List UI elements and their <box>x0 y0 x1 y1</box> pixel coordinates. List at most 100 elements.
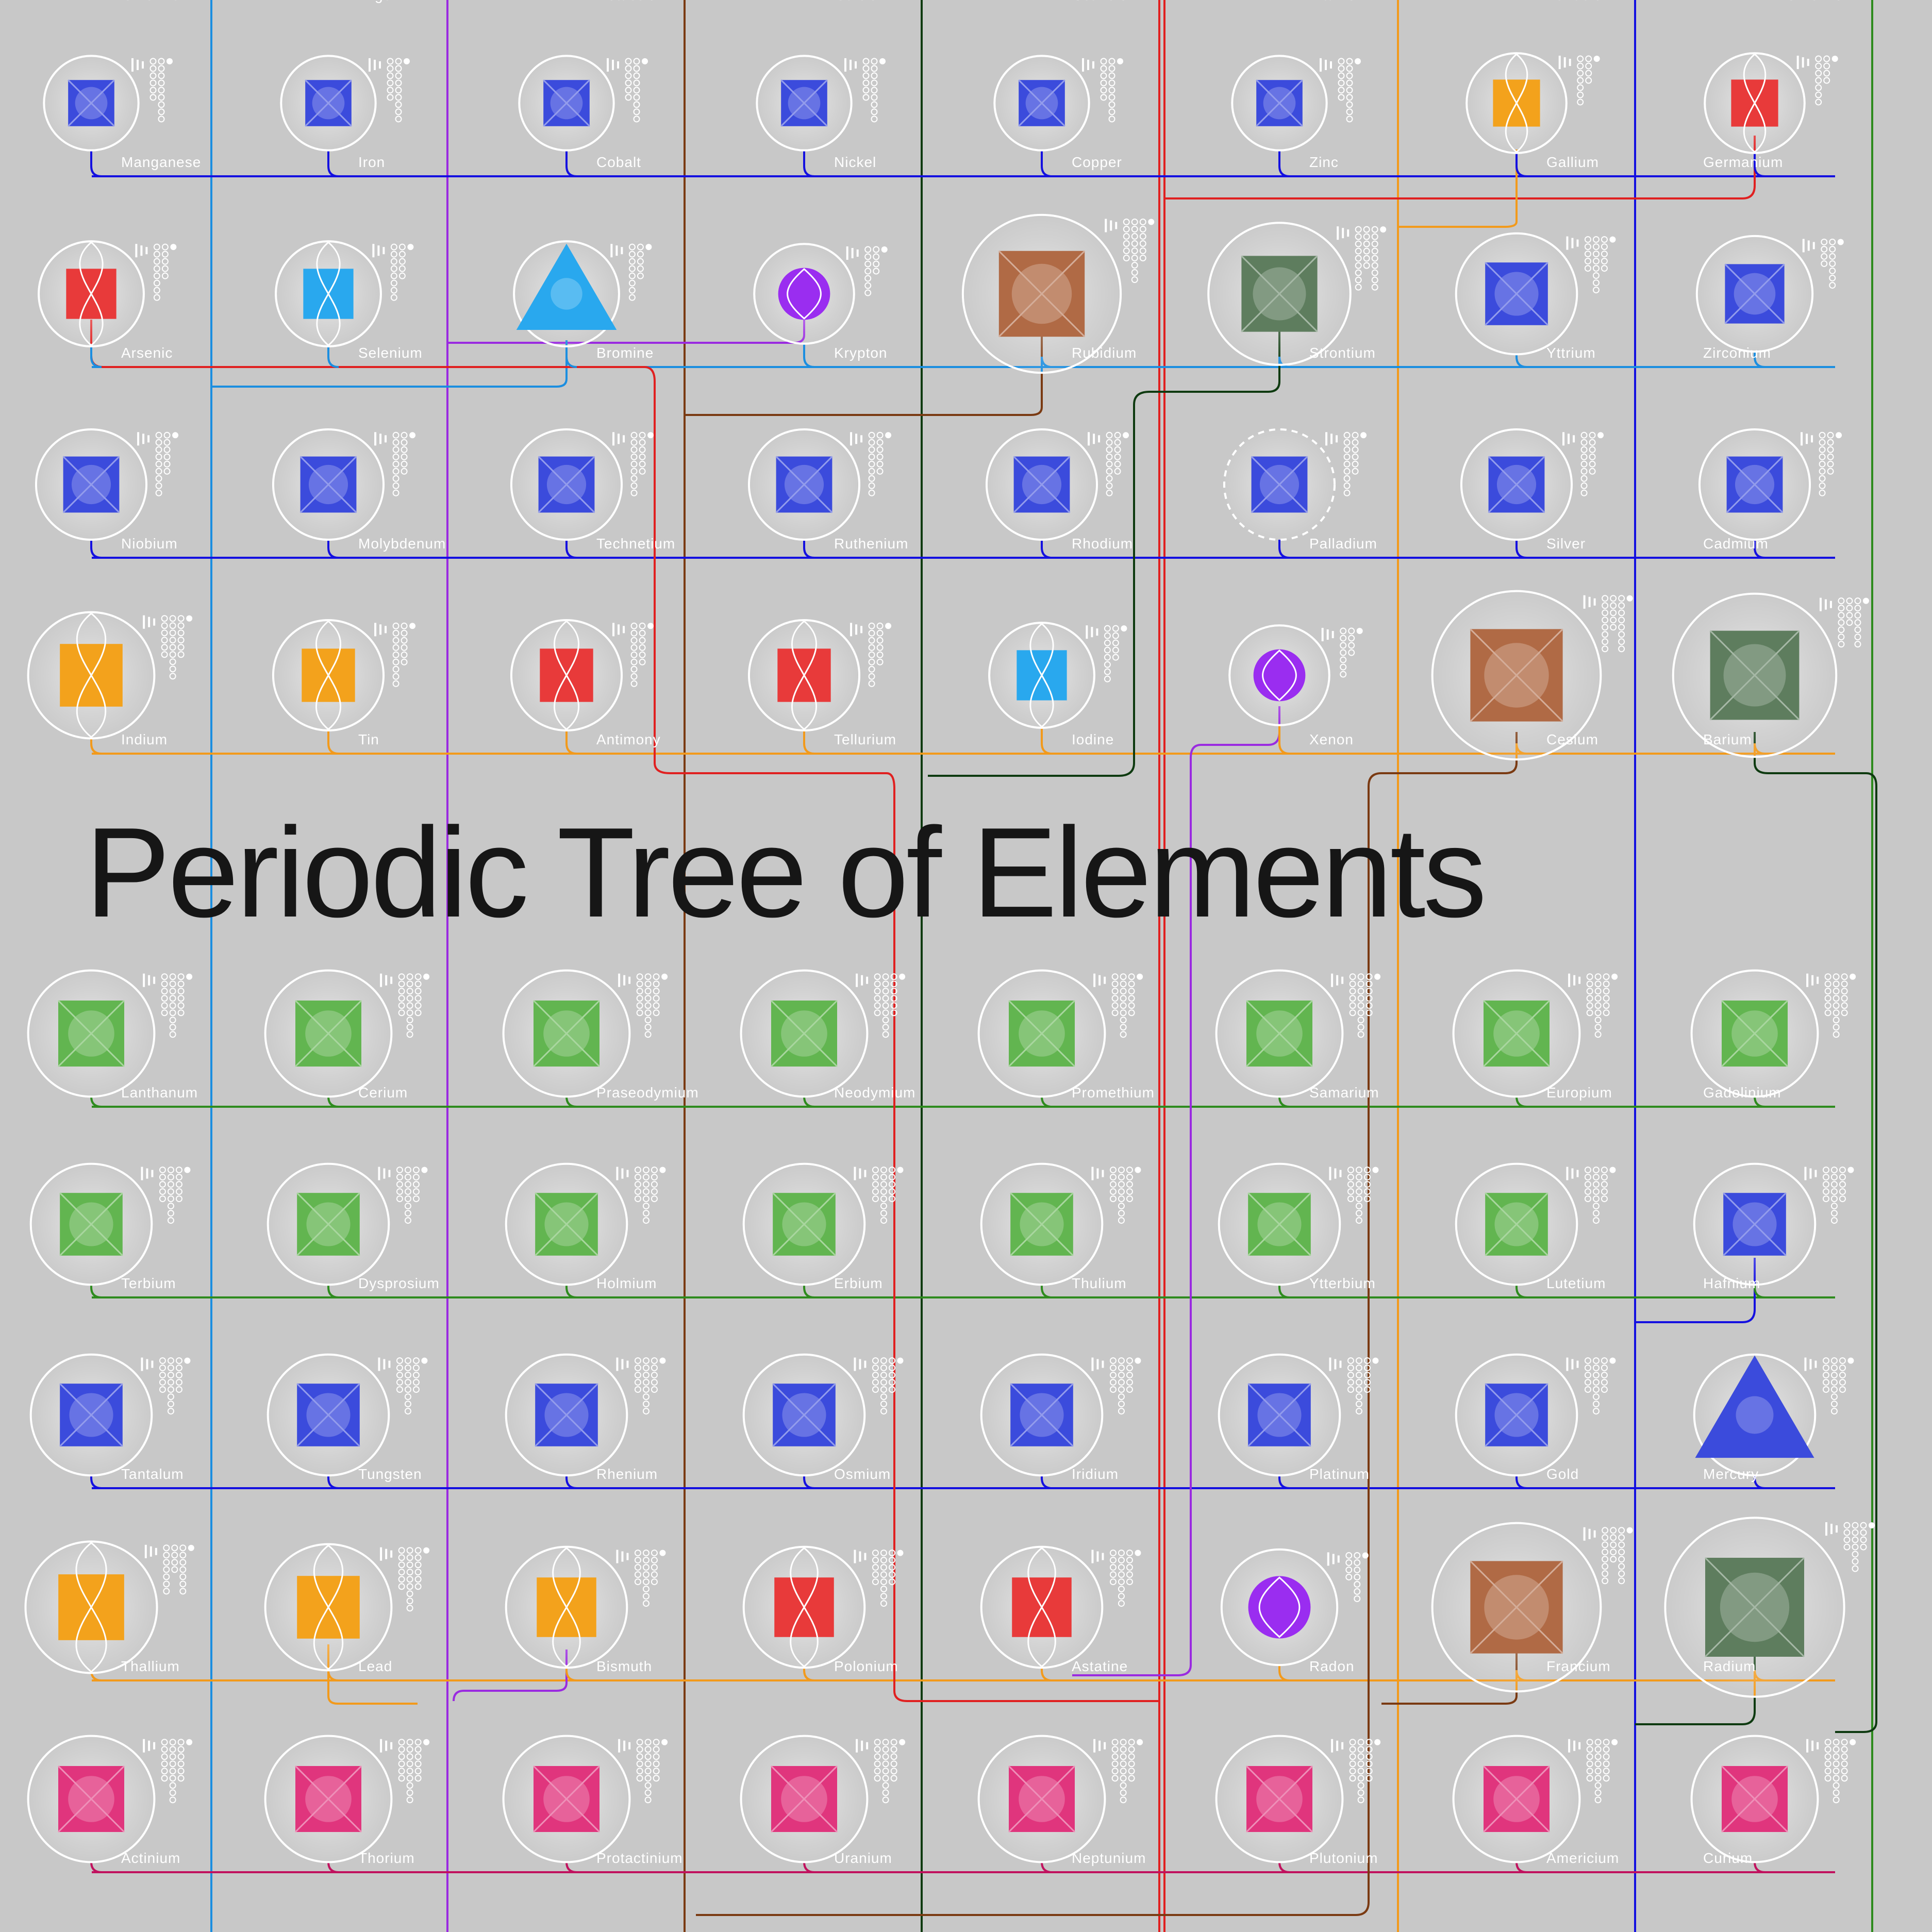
core-flower <box>306 1393 351 1437</box>
shell-dot <box>1120 1775 1127 1782</box>
shell-dot <box>1109 1188 1117 1195</box>
shell-dot <box>1111 1002 1119 1009</box>
shell-dot <box>414 1009 422 1017</box>
shell-dot <box>169 980 176 988</box>
outer-shell-ring <box>740 1735 869 1863</box>
shell-dot <box>159 1357 166 1364</box>
element-label: Dysprosium <box>358 1275 440 1291</box>
shell-dot <box>1363 1357 1371 1364</box>
shell-dot <box>644 1739 652 1746</box>
shell-dot <box>1118 1386 1125 1393</box>
shell-dot <box>1821 245 1828 253</box>
element-node-technetium: Technetium <box>510 428 675 559</box>
core-flower <box>1734 273 1776 315</box>
shell-dot <box>1830 1195 1838 1203</box>
shell-dot <box>644 1775 652 1782</box>
shell-bar <box>1835 1525 1838 1533</box>
shell-dot <box>888 1195 895 1203</box>
valence-dot <box>186 973 193 980</box>
shell-dot <box>1830 1364 1838 1372</box>
shell-dot <box>628 287 636 294</box>
shell-dot <box>1357 1768 1364 1775</box>
shell-dot <box>639 431 646 439</box>
element-stem <box>1278 1096 1290 1108</box>
shell-dot <box>1118 1203 1125 1210</box>
shell-dot <box>1584 265 1591 272</box>
shell-dot <box>1349 1746 1356 1753</box>
shell-dot <box>1815 91 1822 98</box>
shell-dot <box>872 1578 879 1586</box>
electron-shell-dots <box>1819 597 1869 648</box>
shell-dot <box>1841 1009 1848 1017</box>
shell-dot <box>876 637 884 644</box>
shell-dot <box>1357 1009 1364 1017</box>
element-label: Rhodium <box>1072 536 1133 552</box>
shell-dot <box>155 475 162 482</box>
shell-dot <box>880 1401 887 1408</box>
shell-dot <box>404 1181 411 1188</box>
electron-shell-dots <box>143 1739 193 1804</box>
shell-bar <box>153 618 156 626</box>
element-node-terbium: Terbium <box>29 1162 191 1298</box>
shell-dot <box>1586 980 1593 988</box>
shell-dot <box>1357 1002 1364 1009</box>
orbital-lobe <box>1505 53 1528 153</box>
element-label: Lead <box>358 1658 392 1674</box>
shell-bar <box>864 1360 867 1368</box>
shell-dot <box>161 251 169 258</box>
shell-bar <box>1339 1170 1342 1177</box>
shell-bar <box>1571 238 1574 248</box>
shell-dot <box>392 644 399 651</box>
shell-dot <box>1126 1386 1133 1393</box>
core-flower <box>1731 1010 1778 1057</box>
outer-shell-ring <box>43 55 140 152</box>
shell-bar <box>379 624 382 635</box>
shell-bar <box>1829 601 1832 608</box>
shell-dot <box>634 1174 641 1181</box>
shell-dot <box>167 1379 174 1386</box>
element-stem <box>1041 1668 1053 1681</box>
shell-dot <box>406 1561 413 1569</box>
element-label: Xenon <box>1309 731 1354 747</box>
element-stem <box>1278 1665 1290 1681</box>
outer-shell-ring <box>1228 624 1330 726</box>
shell-dot <box>167 1408 174 1415</box>
shell-dot <box>1584 1174 1591 1181</box>
core-circle <box>1253 649 1306 702</box>
electron-shell-dots <box>1321 627 1363 678</box>
shell-dot <box>868 673 875 680</box>
element-stem <box>803 343 815 368</box>
shell-bar <box>143 1739 145 1753</box>
shell-dot <box>1363 262 1370 269</box>
shell-dot <box>1128 1775 1135 1782</box>
shell-dot <box>625 87 632 94</box>
shell-dot <box>1594 980 1602 988</box>
shell-bar <box>861 975 863 986</box>
shell-bar <box>1583 1527 1586 1541</box>
shell-dot <box>1349 995 1356 1002</box>
shell-dot <box>890 1768 897 1775</box>
branch-connector <box>696 732 1518 1916</box>
shell-dot <box>644 1746 652 1753</box>
element-node-bismuth: Bismuth <box>505 1545 666 1681</box>
shell-dot <box>1610 609 1617 617</box>
shell-dot <box>1839 1364 1846 1372</box>
shell-dot <box>630 468 638 475</box>
shell-dot <box>642 1188 649 1195</box>
shell-dot <box>1365 995 1373 1002</box>
shell-bar <box>1569 59 1571 66</box>
shell-bar <box>1341 1742 1344 1750</box>
shell-dot <box>1841 973 1848 980</box>
element-label: Protactinium <box>596 1850 683 1866</box>
shell-dot <box>644 1009 652 1017</box>
shell-dot <box>644 1017 652 1024</box>
shell-dot <box>163 453 171 460</box>
shell-dot <box>1355 1379 1362 1386</box>
shell-dot <box>1338 65 1345 72</box>
shell-dot <box>1363 1188 1371 1195</box>
shell-bar <box>369 58 371 72</box>
shell-dot <box>630 489 638 496</box>
shell-dot <box>390 279 397 287</box>
orbital-lobe <box>1262 649 1297 702</box>
shell-dot <box>644 973 652 980</box>
